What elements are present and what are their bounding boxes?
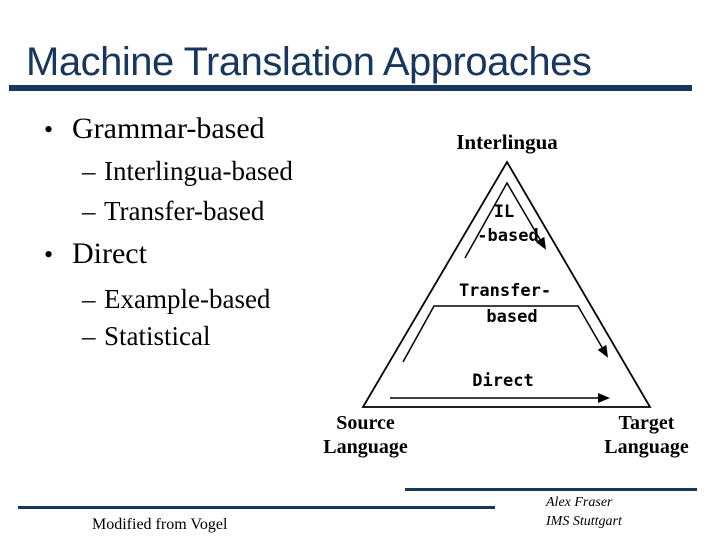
- dash-icon: –: [82, 321, 96, 351]
- source-label-line1: Source: [336, 412, 395, 434]
- author-affiliation: IMS Stuttgart: [546, 514, 622, 529]
- transfer-based-label-line1: Transfer-: [458, 281, 552, 301]
- list-item-statistical: –Statistical: [82, 323, 210, 350]
- list-item-transfer-based: –Transfer-based: [82, 198, 264, 225]
- source-label-line2: Language: [323, 436, 408, 458]
- bullet-icon: •: [44, 115, 54, 144]
- title-underline-rule: [9, 85, 692, 91]
- list-item-label: Grammar-based: [72, 112, 265, 145]
- dash-icon: –: [82, 284, 96, 314]
- dash-icon: –: [82, 156, 96, 186]
- bullet-icon: •: [44, 240, 54, 269]
- source-language-label: Source Language: [303, 411, 428, 459]
- il-based-label-line1: IL: [493, 202, 515, 222]
- il-based-label-line2: -based: [477, 226, 539, 246]
- target-label-line2: Language: [604, 436, 689, 458]
- list-item-label: Statistical: [104, 321, 211, 351]
- footer-rule-left: [18, 506, 495, 509]
- transfer-based-label-line2: based: [486, 307, 538, 327]
- list-item-grammar-based: • Grammar-based: [44, 114, 265, 144]
- target-label-line1: Target: [618, 412, 675, 434]
- list-item-interlingua-based: –Interlingua-based: [82, 158, 293, 185]
- dash-icon: –: [82, 196, 96, 226]
- list-item-label: Direct: [72, 237, 147, 270]
- list-item-direct: • Direct: [44, 239, 147, 269]
- author-name: Alex Fraser: [546, 495, 613, 510]
- direct-label: Direct: [472, 371, 534, 391]
- list-item-label: Transfer-based: [104, 196, 265, 226]
- author-attribution: Alex Fraser IMS Stuttgart: [546, 493, 622, 531]
- list-item-label: Interlingua-based: [104, 156, 293, 186]
- target-language-label: Target Language: [584, 411, 709, 459]
- credit-text: Modified from Vogel: [92, 516, 228, 533]
- interlingua-label: Interlingua: [456, 130, 558, 154]
- page-title: Machine Translation Approaches: [26, 40, 592, 84]
- footer-rule-right: [405, 488, 697, 491]
- list-item-example-based: –Example-based: [82, 286, 270, 313]
- list-item-label: Example-based: [104, 284, 271, 314]
